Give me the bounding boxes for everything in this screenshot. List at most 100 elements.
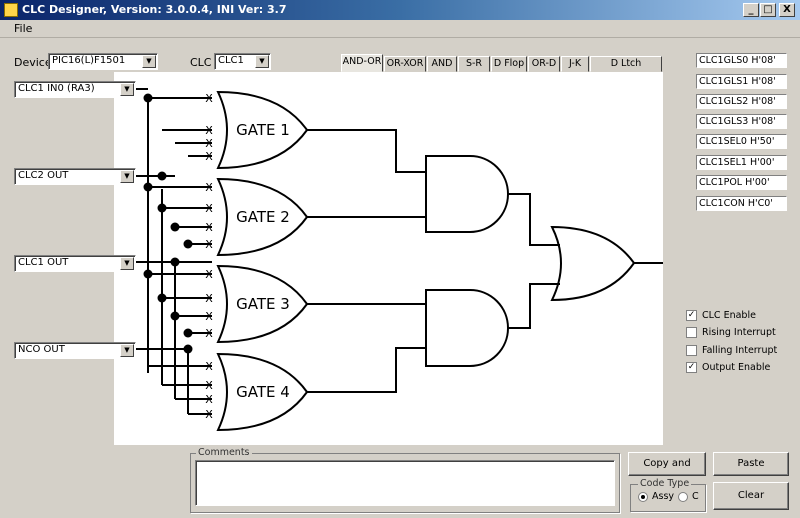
register-readout: CLC1GLS0 H'08' (696, 53, 787, 68)
tab-d-ltch[interactable]: D Ltch (590, 56, 662, 72)
register-readout: CLC1GLS2 H'08' (696, 94, 787, 109)
rising-interrupt-label: Rising Interrupt (702, 327, 776, 338)
close-button[interactable]: X (779, 3, 795, 17)
input3-links (175, 142, 212, 400)
paste-button[interactable]: Paste (713, 452, 789, 476)
menu-bar (0, 20, 800, 38)
cross-mark: X (205, 92, 213, 105)
or-gate-2 (216, 177, 309, 257)
gate3-4-wires (307, 303, 426, 393)
cross-mark: X (205, 327, 213, 340)
input-select-4[interactable]: NCO OUT ▼ (14, 342, 136, 359)
chevron-down-icon[interactable]: ▼ (142, 55, 156, 68)
and-gate-2 (425, 289, 509, 367)
cross-mark: X (205, 238, 213, 251)
input2-links (162, 129, 212, 386)
cross-mark: X (205, 292, 213, 305)
chevron-down-icon[interactable]: ▼ (120, 344, 134, 357)
clc-select-value: CLC1 (218, 55, 244, 66)
or-gate-4 (216, 352, 309, 432)
device-select[interactable]: PIC16(L)F1501 ▼ (48, 53, 158, 70)
chevron-down-icon[interactable]: ▼ (120, 83, 134, 96)
cross-mark: X (205, 137, 213, 150)
app-icon (4, 3, 18, 17)
tab-or-d[interactable]: OR-D (528, 56, 560, 72)
cross-mark: X (205, 408, 213, 421)
chevron-down-icon[interactable]: ▼ (120, 170, 134, 183)
c-radio[interactable] (678, 492, 688, 502)
rising-interrupt-checkbox[interactable] (686, 327, 697, 338)
logic-diagram: X X X X X X X X X X X X X X X X GATE 1 G… (136, 88, 663, 432)
menu-file[interactable]: File (14, 22, 33, 35)
assy-radio-label: Assy (652, 491, 675, 502)
or-gate-final (550, 225, 636, 302)
junction-dots (143, 93, 193, 354)
maximize-button[interactable]: □ (760, 3, 776, 17)
input-select-1[interactable]: CLC1 IN0 (RA3) ▼ (14, 81, 136, 98)
gate-label: GATE 2 (236, 208, 290, 226)
cross-mark: X (205, 124, 213, 137)
window-title: CLC Designer, Version: 3.0.0.4, INI Ver:… (22, 3, 287, 16)
register-readout: CLC1GLS1 H'08' (696, 74, 787, 89)
input4-links (136, 155, 212, 415)
tab-or-xor[interactable]: OR-XOR (384, 56, 426, 72)
clc-select[interactable]: CLC1 ▼ (214, 53, 271, 70)
register-readout: CLC1POL H'00' (696, 175, 787, 190)
chevron-down-icon[interactable]: ▼ (255, 55, 269, 68)
code-type-title: Code Type (638, 478, 692, 489)
input-select-value: CLC1 IN0 (RA3) (18, 83, 95, 94)
input-select-3[interactable]: CLC1 OUT ▼ (14, 255, 136, 272)
device-label: Device (14, 56, 52, 69)
cross-mark: X (205, 150, 213, 163)
cross-marks: X X X X X X X X X X X X X X X X (205, 92, 213, 421)
cross-mark: X (205, 379, 213, 392)
tab-j-k[interactable]: J-K (561, 56, 589, 72)
input-select-value: CLC1 OUT (18, 257, 69, 268)
tab-d-flop[interactable]: D Flop (491, 56, 527, 72)
or-gate-1 (216, 90, 309, 170)
comments-group (190, 453, 620, 513)
chevron-down-icon[interactable]: ▼ (120, 257, 134, 270)
input-select-2[interactable]: CLC2 OUT ▼ (14, 168, 136, 185)
and-gate-1 (425, 155, 509, 233)
cross-mark: X (205, 310, 213, 323)
clc-enable-checkbox[interactable]: ✓ (686, 310, 697, 321)
input1-links (148, 97, 212, 367)
device-select-value: PIC16(L)F1501 (52, 55, 126, 66)
input-select-value: CLC2 OUT (18, 170, 69, 181)
minimize-button[interactable]: _ (743, 3, 759, 17)
cross-mark: X (205, 221, 213, 234)
register-readout: CLC1GLS3 H'08' (696, 114, 787, 129)
tab-and[interactable]: AND (427, 56, 457, 72)
falling-interrupt-label: Falling Interrupt (702, 345, 778, 356)
clc-label: CLC (190, 56, 212, 69)
gate1-2-wires (307, 129, 426, 218)
cross-mark: X (205, 393, 213, 406)
gate-label: GATE 4 (236, 383, 290, 401)
copy-and-show-button[interactable]: Copy and Show (628, 452, 706, 491)
cross-mark: X (205, 360, 213, 373)
comments-textarea[interactable] (195, 460, 615, 506)
clc-enable-label: CLC Enable (702, 310, 756, 321)
falling-interrupt-checkbox[interactable] (686, 345, 697, 356)
tab-and-or[interactable]: AND-OR (341, 54, 383, 72)
gate-label: GATE 1 (236, 121, 290, 139)
c-radio-label: C (692, 491, 699, 502)
register-readout: CLC1CON H'C0' (696, 196, 787, 211)
title-bar: CLC Designer, Version: 3.0.0.4, INI Ver:… (0, 0, 800, 20)
register-readout: CLC1SEL1 H'00' (696, 155, 787, 170)
logic-diagram-canvas: X X X X X X X X X X X X X X X X GATE 1 G… (114, 72, 663, 445)
cross-mark: X (205, 268, 213, 281)
input-bus-lines (147, 98, 189, 414)
or-gate-3 (216, 264, 309, 344)
clear-button[interactable]: Clear (713, 482, 789, 510)
register-readout: CLC1SEL0 H'50' (696, 134, 787, 149)
assy-radio[interactable] (638, 492, 648, 502)
tab-s-r[interactable]: S-R (458, 56, 490, 72)
and-to-or-wires (508, 193, 560, 329)
output-enable-checkbox[interactable]: ✓ (686, 362, 697, 373)
output-enable-label: Output Enable (702, 362, 771, 373)
cross-mark: X (205, 202, 213, 215)
comments-title: Comments (196, 447, 252, 458)
input-select-value: NCO OUT (18, 344, 65, 355)
